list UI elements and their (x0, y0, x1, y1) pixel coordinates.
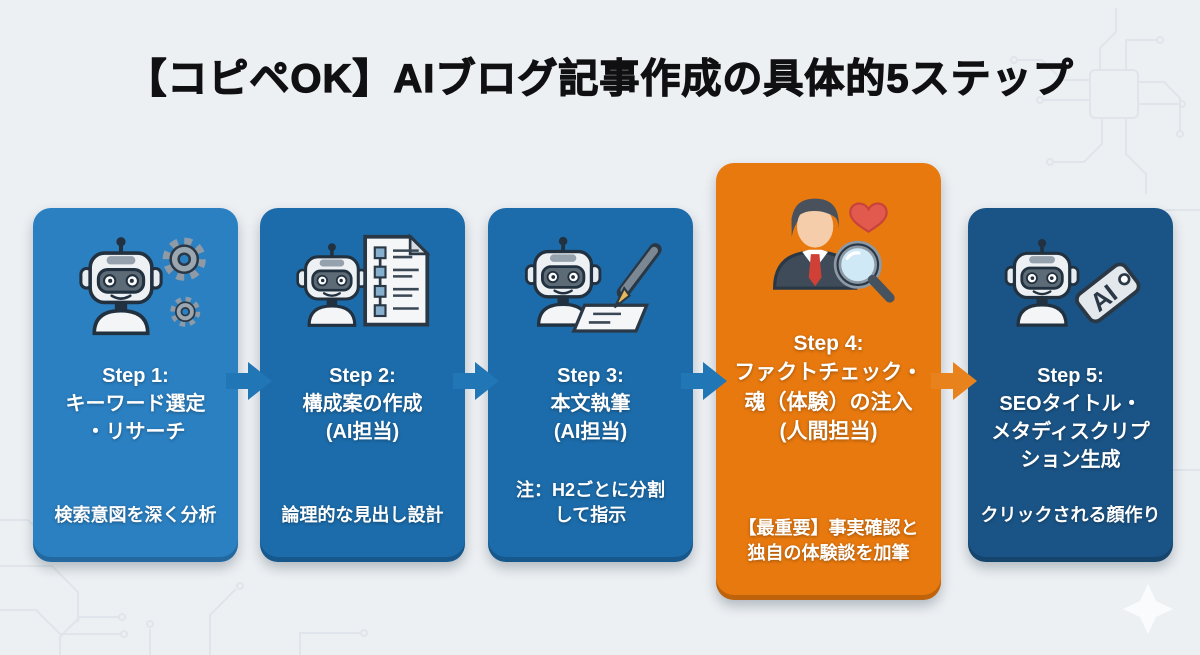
robot-writing-icon (516, 222, 666, 350)
sparkle-decoration (1123, 584, 1173, 634)
step-card-2: Step 2: 構成案の作成 (AI担当) 論理的な見出し設計 (260, 208, 465, 562)
step-heading: Step 2: 構成案の作成 (AI担当) (302, 365, 423, 443)
step-note: クリックされる顔作り (980, 504, 1161, 525)
human-factcheck-icon (749, 189, 909, 317)
step-note: 検索意図を深く分析 (54, 504, 217, 525)
step-heading: Step 4: ファクトチェック・ 魂（体験）の注入 (人間担当) (734, 332, 923, 444)
arrow-step2-to-step3-icon (453, 362, 499, 400)
step-note: 【最重要】事実確認と 独自の体験談を加筆 (738, 517, 919, 563)
step-note: 論理的な見出し設計 (281, 504, 444, 525)
robot-gears-icon (61, 222, 211, 350)
step-note: 注：H2ごとに分割 して指示 (515, 479, 665, 525)
step-card-5: AI Step 5: SEOタイトル・ メタディスクリプ ション生成 クリックさ… (968, 208, 1173, 562)
robot-ai-tag-icon: AI (996, 222, 1146, 350)
step-card-3: Step 3: 本文執筆 (AI担当) 注：H2ごとに分割 して指示 (488, 208, 693, 562)
arrow-step1-to-step2-icon (226, 362, 272, 400)
robot-document-icon (288, 222, 438, 350)
step-card-1: Step 1: キーワード選定 ・リサーチ 検索意図を深く分析 (33, 208, 238, 562)
step-heading: Step 5: SEOタイトル・ メタディスクリプ ション生成 (991, 365, 1150, 471)
step-heading: Step 1: キーワード選定 ・リサーチ (65, 365, 206, 443)
step-heading: Step 3: 本文執筆 (AI担当) (550, 365, 631, 443)
step-card-4: Step 4: ファクトチェック・ 魂（体験）の注入 (人間担当) 【最重要】事… (716, 163, 941, 600)
arrow-step4-to-step5-icon (931, 362, 977, 400)
arrow-step3-to-step4-icon (681, 362, 727, 400)
page-title: 【コピペOK】AIブログ記事作成の具体的5ステップ (126, 56, 1074, 101)
